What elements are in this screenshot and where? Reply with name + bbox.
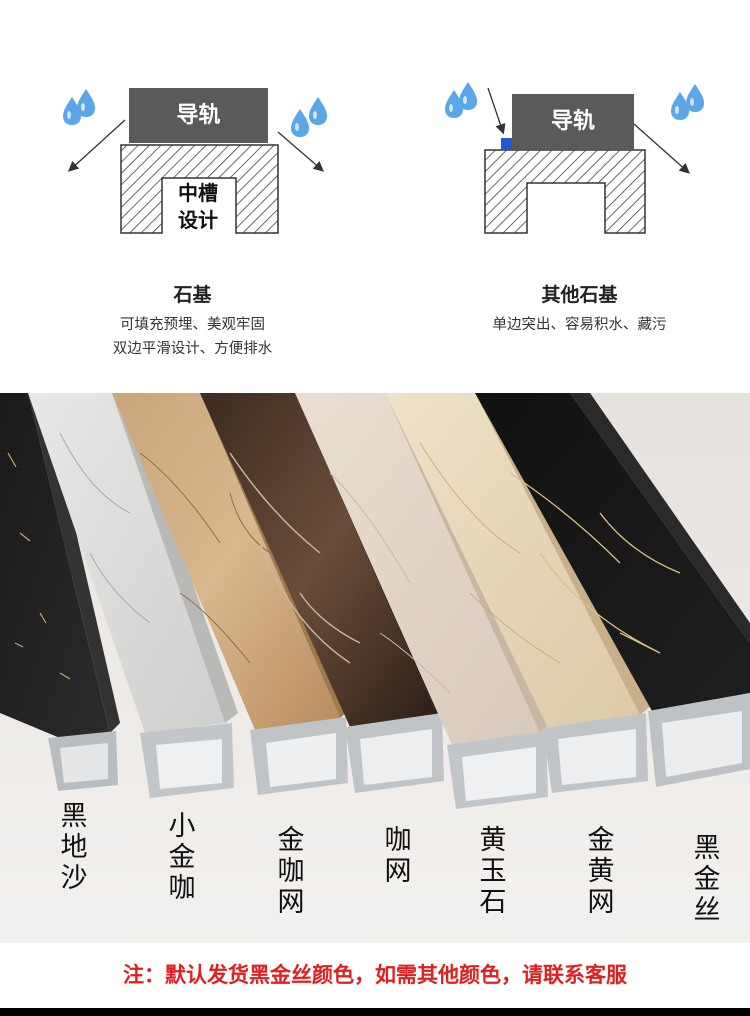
label-gold-coffee-net: 金咖网 bbox=[277, 825, 305, 918]
left-arrow-out-left bbox=[68, 119, 126, 172]
label-gold-yellow-net: 金黄网 bbox=[587, 825, 615, 918]
left-caption-title: 石基 bbox=[173, 284, 212, 306]
right-caption: 其他石基 单边突出、容易积水、藏污 bbox=[462, 280, 697, 337]
left-arrow-out-right bbox=[277, 131, 324, 172]
left-rail-box bbox=[129, 88, 268, 143]
marble-profiles-illustration bbox=[0, 393, 750, 943]
right-rail-label: 导轨 bbox=[550, 109, 595, 134]
right-water-pool bbox=[501, 138, 512, 150]
label-black-sand: 黑地沙 bbox=[60, 801, 88, 894]
label-black-gold-line: 黑金丝 bbox=[693, 833, 721, 926]
right-arrow-out bbox=[633, 123, 690, 174]
right-caption-line-1: 单边突出、容易积水、藏污 bbox=[492, 317, 667, 333]
left-caption-line-1: 可填充预埋、美观牢固 bbox=[120, 317, 265, 333]
comparison-diagram bbox=[63, 82, 704, 234]
right-rail-box bbox=[512, 94, 634, 150]
profile-small-gold-coffee bbox=[28, 393, 238, 798]
diagram-section: 导轨 中槽设计 导轨 石基 可填充预埋、美观牢固 双边平滑设计、方便排水 其他石… bbox=[0, 0, 750, 393]
profile-black-sand bbox=[0, 393, 120, 791]
label-coffee-net: 咖网 bbox=[384, 825, 412, 887]
color-note: 注：默认发货黑金丝颜色，如需其他颜色，请联系客服 bbox=[0, 943, 750, 1008]
label-small-gold-coffee: 小金咖 bbox=[168, 811, 196, 904]
profile-black-gold-line bbox=[475, 393, 750, 787]
left-caption: 石基 可填充预埋、美观牢固 双边平滑设计、方便排水 bbox=[80, 280, 305, 361]
left-rail-label: 导轨 bbox=[176, 103, 221, 128]
right-caption-title: 其他石基 bbox=[541, 284, 618, 306]
right-stone-base bbox=[484, 149, 646, 234]
left-groove-label: 中槽设计 bbox=[178, 181, 218, 232]
product-photo: 黑地沙 小金咖 金咖网 咖网 黄玉石 金黄网 黑金丝 bbox=[0, 393, 750, 943]
bottom-divider bbox=[0, 1008, 750, 1016]
right-arrow-in bbox=[487, 87, 506, 135]
left-caption-line-2: 双边平滑设计、方便排水 bbox=[112, 341, 273, 357]
left-stone-base bbox=[120, 144, 279, 234]
profile-gold-yellow-net bbox=[385, 393, 652, 793]
label-yellow-jade: 黄玉石 bbox=[479, 825, 507, 918]
